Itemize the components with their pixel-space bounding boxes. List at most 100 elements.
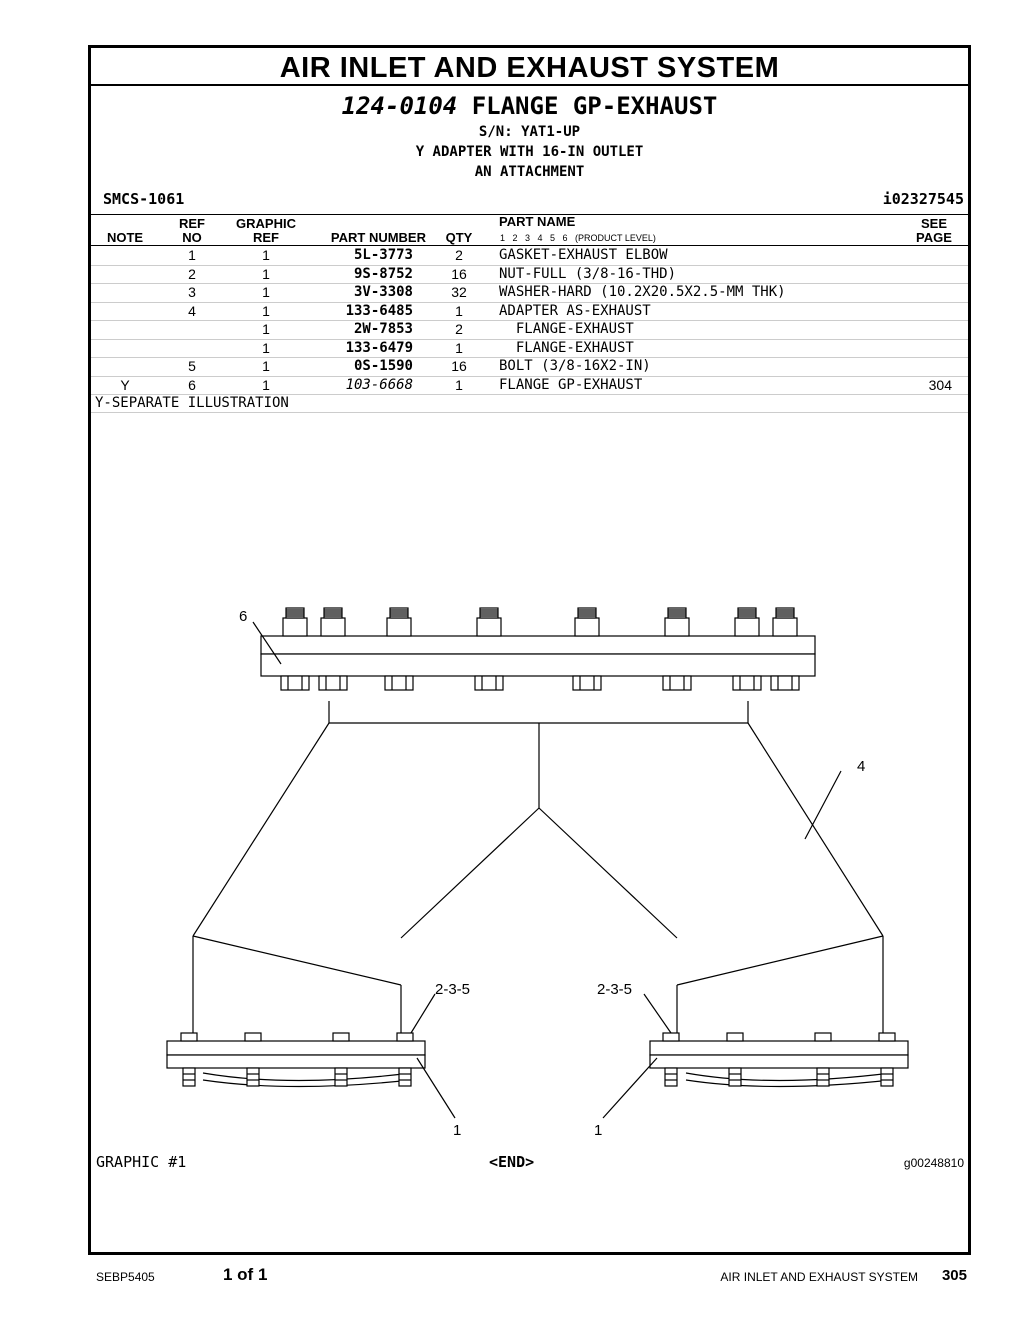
header-divider (91, 214, 968, 215)
row-qty: 2 (455, 247, 463, 263)
bolt-nut (732, 607, 762, 691)
footer-section: AIR INLET AND EXHAUST SYSTEM (720, 1270, 918, 1284)
bottom-right-flange (649, 1040, 909, 1056)
footer-page-number: 305 (941, 1267, 967, 1284)
table-row: 3 1 3V-3308 32 WASHER-HARD (10.2X20.5X2.5-MM… (91, 283, 968, 303)
col-product-level: 1 2 3 4 5 6 (PRODUCT LEVEL) (500, 233, 656, 243)
bolt-nut (384, 607, 414, 691)
row-graphic-ref: 1 (262, 284, 270, 300)
row-part-name: FLANGE-EXHAUST (499, 321, 634, 337)
table-row: 1 1 5L-3773 2 GASKET-EXHAUST ELBOW (91, 246, 968, 266)
row-see-page: 304 (928, 376, 952, 393)
row-ref-no: 5 (188, 358, 196, 374)
col-qty: QTY (445, 230, 473, 245)
bolt-nut (572, 607, 602, 691)
row-part-number: 2W-7853 (353, 321, 413, 337)
row-part-number: 133-6479 (345, 339, 413, 356)
graphic-number: g00248810 (903, 1156, 964, 1170)
footnote: Y-SEPARATE ILLUSTRATION (95, 395, 289, 411)
callout-1-left: 1 (453, 1122, 461, 1139)
row-qty: 16 (451, 265, 467, 282)
callout-2-3-5-right: 2-3-5 (597, 981, 632, 998)
row-ref-no: 1 (188, 247, 196, 263)
row-qty: 16 (451, 358, 467, 374)
callout-1-right: 1 (594, 1122, 602, 1139)
row-part-name: NUT-FULL (3/8-16-THD) (499, 265, 677, 282)
row-note: Y (120, 376, 130, 393)
row-part-name: ADAPTER AS-EXHAUST (499, 302, 651, 319)
row-part-name: GASKET-EXHAUST ELBOW (499, 247, 668, 263)
row-part-number: 133-6485 (345, 302, 413, 319)
graphic-label: GRAPHIC #1 (96, 1153, 187, 1171)
row-ref-no: 6 (188, 376, 196, 393)
row-graphic-ref: 1 (262, 247, 270, 263)
bottom-flange-bolts (180, 1032, 896, 1087)
column-header-divider (91, 245, 968, 246)
serial-number: S/N: YAT1-UP (478, 124, 581, 140)
bolt-nut (280, 607, 310, 691)
bolt-nut (662, 607, 692, 691)
col-no: NO (182, 230, 202, 245)
row-part-name: BOLT (3/8-16X2-IN) (499, 358, 651, 374)
col-ref: REF (179, 216, 205, 231)
callout-6: 6 (239, 608, 247, 625)
col-graphic: GRAPHIC (236, 216, 296, 231)
title-divider (91, 84, 968, 86)
description-line-1: Y ADAPTER WITH 16-IN OUTLET (415, 144, 644, 160)
row-graphic-ref: 1 (262, 302, 270, 319)
row-qty: 2 (455, 321, 463, 337)
row-part-name: WASHER-HARD (10.2X20.5X2.5-MM THK) (499, 284, 786, 300)
bolt-nut (180, 1032, 198, 1087)
row-part-number: 0S-1590 (353, 358, 413, 374)
row-graphic-ref: 1 (262, 358, 270, 374)
row-ref-no: 2 (188, 265, 196, 282)
col-graphic-ref: REF (253, 230, 279, 245)
row-qty: 1 (455, 339, 463, 356)
table-row: 4 1 133-6485 1 ADAPTER AS-EXHAUST (91, 302, 968, 321)
row-part-number: 5L-3773 (353, 247, 413, 263)
table-row: 5 1 0S-1590 16 BOLT (3/8-16X2-IN) (91, 357, 968, 377)
row-qty: 1 (455, 302, 463, 319)
description-line-2: AN ATTACHMENT (474, 164, 585, 180)
illustration-id: i02327545 (882, 190, 964, 208)
bolt-nut (332, 1032, 350, 1087)
row-graphic-ref: 1 (262, 376, 270, 393)
exploded-illustration: 6 4 2-3-5 2-3-5 1 1 (166, 607, 909, 1139)
smcs-code: SMCS-1061 (103, 190, 185, 208)
row-graphic-ref: 1 (262, 265, 270, 282)
col-see: SEE (920, 216, 947, 231)
bolt-nut (662, 1032, 680, 1087)
callout-2-3-5-left: 2-3-5 (435, 981, 470, 998)
top-flange-lower (260, 653, 816, 677)
row-ref-no: 4 (188, 302, 196, 319)
bolt-nut (878, 1032, 896, 1087)
bolt-nut (770, 607, 800, 691)
bolt-nut (244, 1032, 262, 1087)
row-qty: 32 (451, 284, 467, 300)
bolt-nut (474, 607, 504, 691)
row-part-number: 103-6668 (345, 376, 413, 393)
bolt-nut (396, 1032, 414, 1087)
table-row: Y 6 1 103-6668 1 FLANGE GP-EXHAUST 304 (91, 376, 968, 395)
footer-page-of: 1 of 1 (223, 1265, 268, 1284)
top-flange-bolts (280, 607, 800, 691)
row-part-name: FLANGE-EXHAUST (499, 339, 634, 356)
row-ref-no: 3 (188, 284, 196, 300)
footer-doc-number: SEBP5405 (96, 1270, 155, 1284)
end-label: <END> (489, 1153, 535, 1171)
col-note: NOTE (106, 230, 144, 245)
bolt-nut (726, 1032, 744, 1087)
callout-4: 4 (857, 758, 865, 775)
row-part-name: FLANGE GP-EXHAUST (499, 376, 643, 393)
row-part-number: 9S-8752 (353, 265, 413, 282)
col-page: PAGE (916, 230, 952, 245)
row-graphic-ref: 1 (262, 321, 270, 337)
row-qty: 1 (455, 376, 463, 393)
bolt-nut (318, 607, 348, 691)
row-part-number: 3V-3308 (353, 284, 413, 300)
table-row: 2 1 9S-8752 16 NUT-FULL (3/8-16-THD) (91, 265, 968, 284)
col-part-name: PART NAME (499, 214, 576, 229)
top-flange (260, 635, 816, 655)
page-frame: AIR INLET AND EXHAUST SYSTEM 124-0104 FL… (88, 45, 971, 1255)
group-name: FLANGE GP-EXHAUST (471, 92, 718, 120)
